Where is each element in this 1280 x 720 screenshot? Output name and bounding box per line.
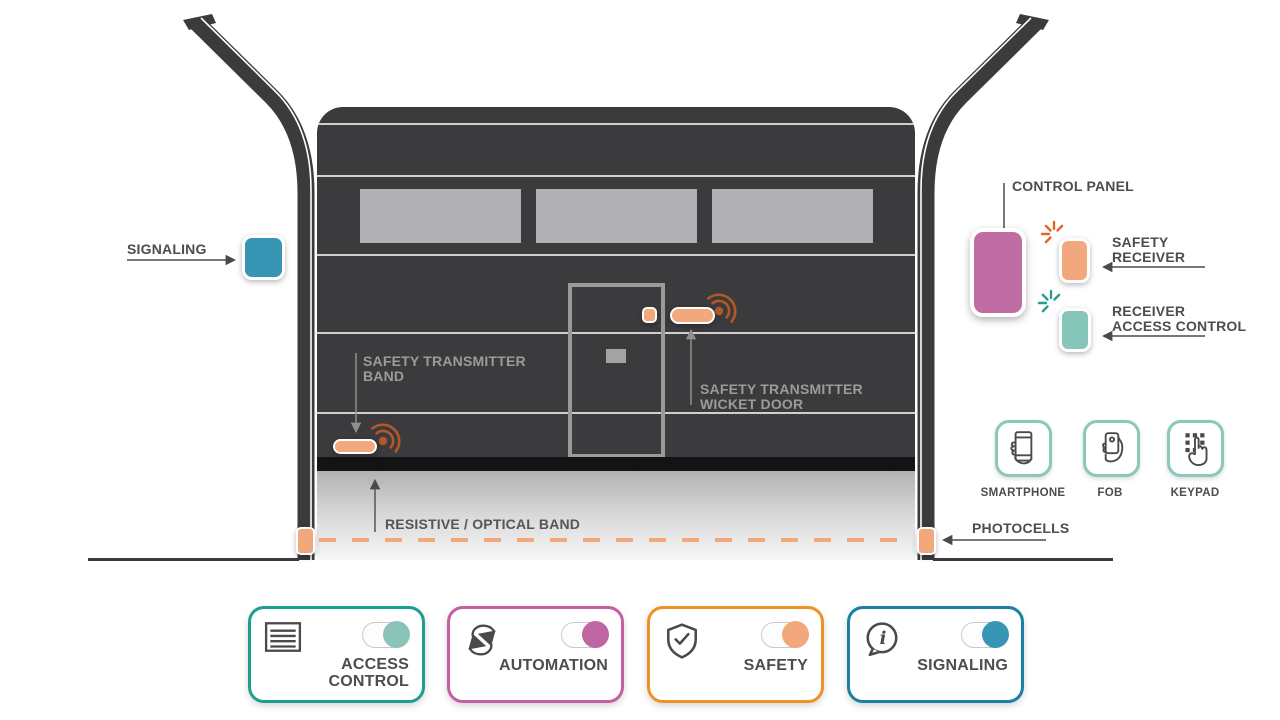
panel-seam — [317, 332, 915, 334]
card-safety-label: SAFETY — [743, 656, 808, 674]
svg-text:i: i — [880, 628, 887, 649]
safety-toggle[interactable] — [761, 621, 809, 648]
control-panel-device — [970, 228, 1026, 317]
resistive-band-bar — [317, 457, 915, 471]
garage-door-icon — [264, 622, 302, 652]
sectional-door — [317, 107, 915, 471]
signaling-lamp — [242, 235, 285, 280]
keypad-icon — [1184, 432, 1207, 466]
safety-transmitter-wicket-device — [670, 307, 715, 324]
toggle-knob — [383, 621, 410, 648]
door-window — [360, 189, 521, 243]
automation-toggle[interactable] — [561, 621, 609, 648]
ground-line-left — [88, 558, 299, 561]
smartphone-tile — [995, 420, 1052, 477]
safety-receiver-device — [1059, 238, 1090, 283]
card-safety[interactable]: SAFETY — [647, 606, 824, 703]
wicket-door-handle — [606, 349, 626, 363]
safety-transmitter-band-device — [333, 439, 377, 454]
toggle-knob — [982, 621, 1009, 648]
control-panel-label: CONTROL PANEL — [1012, 178, 1134, 194]
card-signaling[interactable]: i SIGNALING — [847, 606, 1024, 703]
fob-tile — [1083, 420, 1140, 477]
safety-transmitter-band-label: SAFETY TRANSMITTER BAND — [363, 353, 526, 384]
wicket-door — [568, 283, 665, 458]
fob-icon — [1101, 431, 1123, 462]
toggle-knob — [782, 621, 809, 648]
card-automation[interactable]: AUTOMATION — [447, 606, 624, 703]
door-window — [536, 189, 697, 243]
floor-gradient — [317, 471, 915, 560]
panel-seam — [317, 175, 915, 177]
door-window — [712, 189, 873, 243]
info-bubble-icon: i — [866, 622, 898, 657]
panel-seam — [317, 412, 915, 414]
panel-seam — [317, 254, 915, 256]
safety-transmitter-wicket-label: SAFETY TRANSMITTER WICKET DOOR — [700, 381, 863, 412]
keypad-label: KEYPAD — [1170, 487, 1220, 499]
signaling-label: SIGNALING — [127, 241, 207, 257]
left-track — [183, 14, 315, 560]
flash-sparkle-icon — [1037, 289, 1061, 313]
fob-label: FOB — [1097, 487, 1123, 499]
panel-seam — [317, 123, 915, 125]
access-control-receiver-device — [1059, 308, 1091, 352]
keypad-tile — [1167, 420, 1224, 477]
card-access-control-label: ACCESS CONTROL — [328, 656, 409, 690]
receiver-access-control-label: RECEIVER ACCESS CONTROL — [1112, 303, 1247, 334]
orbit-icon — [468, 624, 496, 656]
shield-check-icon — [667, 623, 697, 659]
ground-line-right — [933, 558, 1113, 561]
safety-receiver-label: SAFETY RECEIVER — [1112, 234, 1186, 265]
access-control-toggle[interactable] — [362, 621, 410, 648]
card-access-control[interactable]: ACCESS CONTROL — [248, 606, 425, 703]
photocell-right — [917, 527, 936, 555]
wicket-door-sensor — [642, 307, 657, 323]
toggle-knob — [582, 621, 609, 648]
photocell-beam — [319, 538, 913, 542]
photocells-label: PHOTOCELLS — [972, 520, 1070, 536]
smartphone-icon — [1009, 430, 1032, 464]
card-automation-label: AUTOMATION — [499, 656, 608, 674]
flash-sparkle-icon — [1040, 220, 1064, 244]
photocell-left — [296, 527, 315, 555]
smartphone-label: SMARTPHONE — [980, 487, 1066, 499]
card-signaling-label: SIGNALING — [917, 656, 1008, 674]
signaling-toggle[interactable] — [961, 621, 1009, 648]
resistive-optical-band-label: RESISTIVE / OPTICAL BAND — [385, 516, 581, 532]
